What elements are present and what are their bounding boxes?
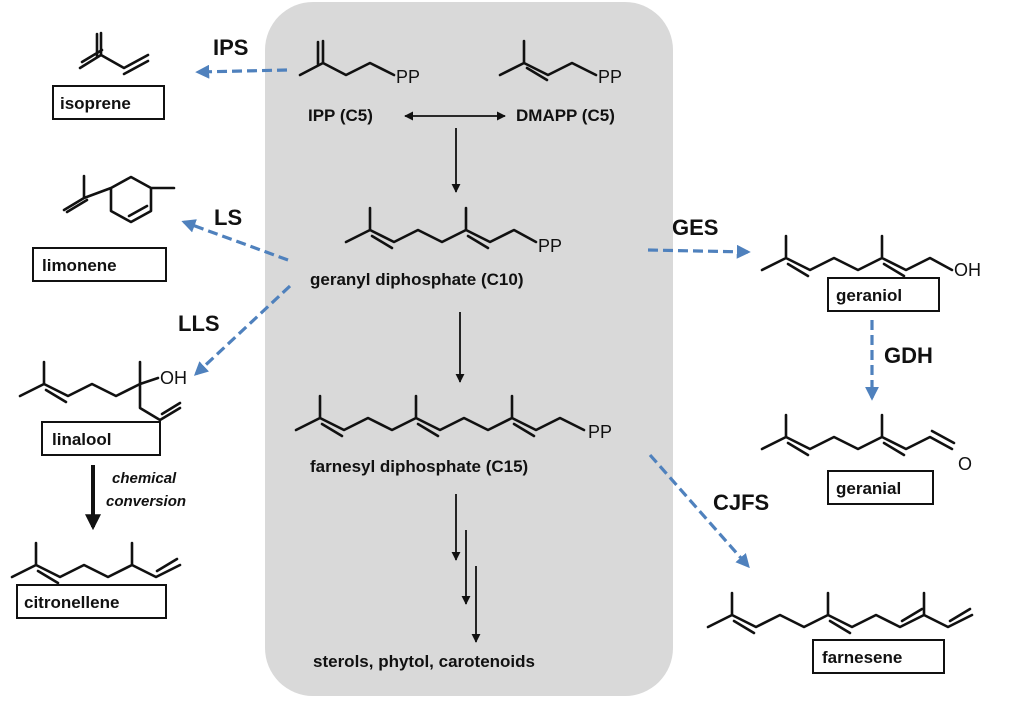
isoprene-structure	[78, 31, 150, 76]
dmapp-pp-group: PP	[598, 67, 622, 87]
end-products-label: sterols, phytol, carotenoids	[313, 652, 535, 671]
lls-arrow	[193, 284, 292, 376]
farnesene-structure	[706, 591, 974, 635]
core-pathway-panel	[265, 2, 673, 696]
citronellene-structure	[10, 541, 182, 585]
ipp-pp-group: PP	[396, 67, 420, 87]
fpp-label: farnesyl diphosphate (C15)	[310, 457, 528, 476]
citronellene-box	[16, 584, 167, 619]
ges-arrow	[647, 244, 751, 259]
ls-arrow	[181, 219, 289, 262]
conversion-note-line2: conversion	[106, 493, 186, 510]
dmapp-label: DMAPP (C5)	[516, 106, 615, 125]
multistep-arrows	[451, 494, 481, 643]
ipp-structure: PP	[298, 39, 420, 87]
gpp-pp-group: PP	[538, 236, 562, 256]
geranial-label: geranial	[836, 479, 901, 498]
gdh-enzyme-label: GDH	[884, 343, 933, 368]
geraniol-structure: OH	[760, 234, 981, 280]
linalool-label: linalool	[52, 430, 112, 449]
farnesene-box	[812, 639, 945, 674]
farnesene-label: farnesene	[822, 648, 902, 667]
geranial-box	[827, 470, 934, 505]
geraniol-oh-group: OH	[954, 260, 981, 280]
geranial-o-group: O	[958, 454, 972, 474]
gpp-structure: PP	[344, 206, 562, 256]
geranial-structure: O	[760, 413, 972, 474]
lls-enzyme-label: LLS	[178, 311, 220, 336]
geraniol-box	[827, 277, 940, 312]
geraniol-label: geraniol	[836, 286, 902, 305]
cjfs-arrow	[648, 453, 750, 569]
linalool-oh-group: OH	[160, 368, 187, 388]
ipp-label: IPP (C5)	[308, 106, 373, 125]
citronellene-label: citronellene	[24, 593, 119, 612]
isoprene-label: isoprene	[60, 94, 131, 113]
limonene-box	[32, 247, 167, 282]
fpp-structure: PP	[294, 394, 612, 442]
limonene-label: limonene	[42, 256, 117, 275]
ls-enzyme-label: LS	[214, 205, 242, 230]
linalool-box	[41, 421, 161, 456]
gpp-label: geranyl diphosphate (C10)	[310, 270, 523, 289]
limonene-structure	[62, 174, 176, 224]
linalool-structure: OH	[18, 360, 187, 422]
dmapp-structure: PP	[498, 39, 622, 87]
cjfs-enzyme-label: CJFS	[713, 490, 769, 515]
conversion-note-line1: chemical	[112, 470, 177, 487]
fpp-pp-group: PP	[588, 422, 612, 442]
ges-enzyme-label: GES	[672, 215, 718, 240]
isoprene-box	[52, 85, 165, 120]
ips-enzyme-label: IPS	[213, 35, 248, 60]
